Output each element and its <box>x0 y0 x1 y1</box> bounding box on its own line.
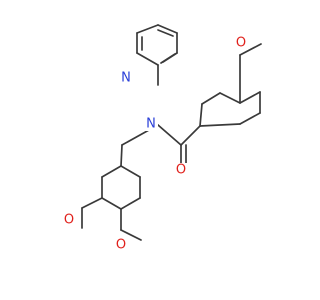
bond-lower-c6-c1 <box>120 165 141 178</box>
bond-pyridine-n1-c2 <box>136 52 159 66</box>
atom-label-layer: N N O O O O <box>62 36 248 253</box>
bond-benzoyl-c4-c5 <box>239 91 261 104</box>
bond-benzoyl-c3-c4 <box>219 92 241 104</box>
bond-n-amide-carbonyl-c <box>157 124 182 146</box>
bond-pyridine-c4-c5 <box>157 24 178 34</box>
bond-benzoyl-c6-c7 <box>239 112 261 125</box>
o-carbonyl-label: O <box>176 163 186 178</box>
n-pyridine-label: N <box>121 71 131 86</box>
o-carbonyl-bg <box>174 163 188 177</box>
bond-lower-c4-c5 <box>120 197 141 210</box>
n-amide-bg <box>144 117 158 131</box>
molecule-structure-diagram: N N O O O O <box>62 24 262 253</box>
bond-benzoyl-c1-c2 <box>199 103 203 127</box>
bond-layer <box>81 24 262 241</box>
bond-lower-ring-o-left <box>81 197 103 209</box>
bond-top-o-ch3 <box>239 43 262 56</box>
bond-benzoyl-c2-c3 <box>201 92 221 105</box>
bond-ch2-lower-ring <box>120 144 123 167</box>
bond-carbonyl-c-ring <box>180 125 201 146</box>
n-amide-label: N <box>146 117 156 132</box>
bond-benzoyl-c7-c1 <box>199 123 241 127</box>
n-pyridine-bg <box>119 71 133 85</box>
bond-lower-c1-c2 <box>101 165 122 178</box>
bond-pyridine-c2-c3-inner <box>160 53 176 64</box>
o-methoxy-top-bg <box>234 36 248 50</box>
o-methoxy-4-label: O <box>116 238 126 253</box>
bond-pyridine-c4-c5-inner <box>157 29 174 37</box>
bond-lower-c3-c4 <box>101 197 122 210</box>
bond-lower-o-bottom-ch3 <box>120 229 142 241</box>
o-methoxy-4-bg <box>114 238 128 252</box>
o-methoxy-3-bg <box>62 213 76 227</box>
bond-pyridine-c5-c6 <box>136 24 159 34</box>
o-methoxy-top-label: O <box>236 36 246 51</box>
o-methoxy-3-label: O <box>64 213 74 228</box>
